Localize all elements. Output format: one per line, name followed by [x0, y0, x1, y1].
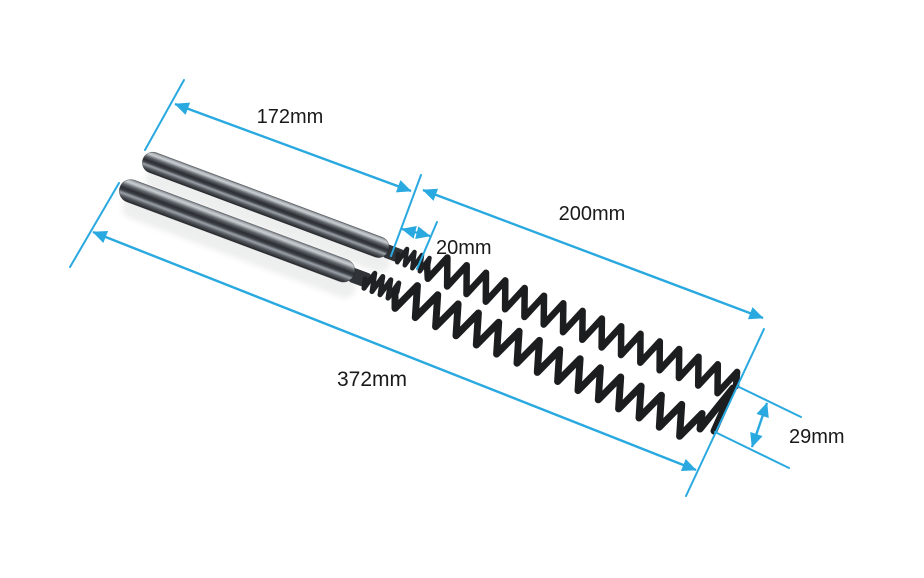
- extension-line: [685, 328, 765, 497]
- extension-line: [714, 431, 790, 469]
- dimension-label: 20mm: [436, 237, 492, 259]
- dimension-line: [401, 226, 431, 239]
- dimension-line: [174, 102, 412, 193]
- dimension-line: [750, 402, 769, 448]
- auger-bit-top: [142, 151, 741, 397]
- extension-line: [738, 386, 802, 418]
- extension-line: [144, 79, 185, 151]
- extension-line: [69, 182, 120, 268]
- dimension-label: 172mm: [257, 106, 324, 128]
- extension-line: [390, 174, 422, 257]
- dimension-total-length: 372mm: [69, 182, 765, 497]
- dimension-label: 29mm: [789, 426, 845, 448]
- dimension-shaft-length: 172mm: [144, 79, 412, 193]
- dimension-label: 372mm: [337, 368, 407, 391]
- dimension-label: 200mm: [559, 203, 626, 225]
- auger-bit-bottom: [118, 179, 737, 440]
- dimension-line: [92, 230, 697, 472]
- dimension-coil-diameter: 29mm: [714, 386, 845, 469]
